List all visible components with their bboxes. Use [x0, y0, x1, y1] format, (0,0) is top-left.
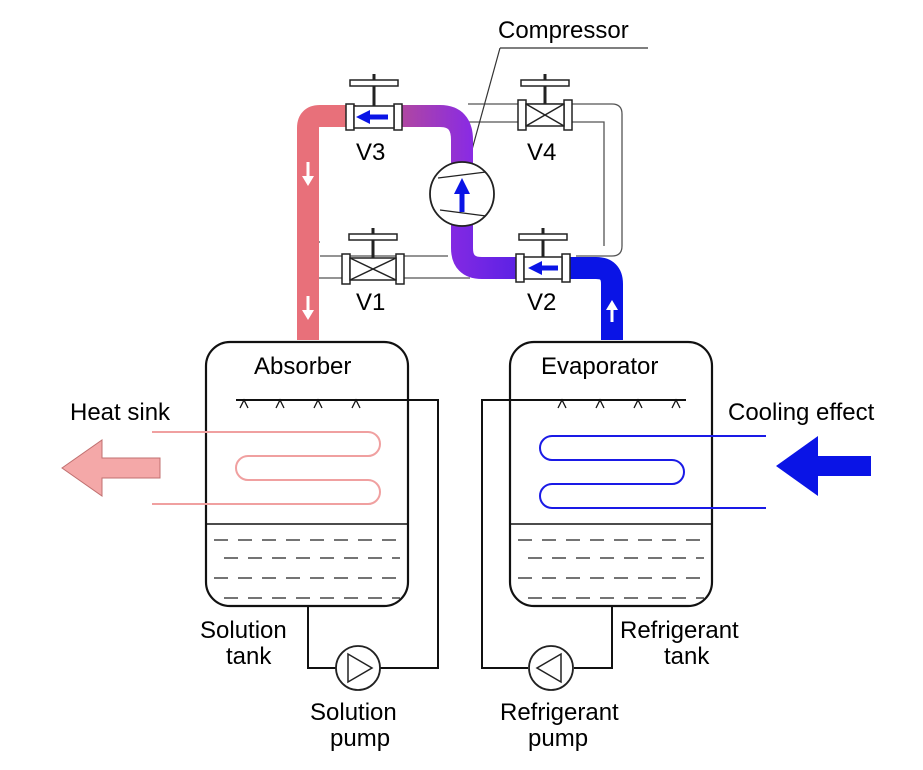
- evaporator-label: Evaporator: [541, 353, 658, 380]
- heat-sink-coil: [152, 431, 381, 505]
- valve-v1[interactable]: [341, 228, 405, 285]
- hot-pipe-line: [297, 105, 473, 340]
- refrigerant-pump-label-line2: pump: [528, 725, 588, 752]
- refrigerant-tank-label-line1: Refrigerant: [620, 617, 739, 644]
- heat-sink-arrow: [61, 439, 161, 497]
- flow-arrow-up-cold: [606, 300, 618, 322]
- valve-v3-label: V3: [356, 139, 385, 166]
- solution-pump-label-line2: pump: [330, 725, 390, 752]
- absorber-spray-line: [236, 398, 439, 669]
- valve-v4[interactable]: [517, 74, 573, 131]
- solution-pipe: [307, 606, 346, 669]
- compressor-label: Compressor: [498, 17, 629, 44]
- valve-v3[interactable]: [345, 74, 403, 131]
- flow-arrow-up-compressor: [454, 178, 470, 212]
- compressor[interactable]: [429, 161, 495, 227]
- cold-pipe-line: [566, 257, 623, 340]
- flow-arrow-left-v2: [528, 261, 558, 275]
- valve-v4-label: V4: [527, 139, 556, 166]
- flow-arrow-down-lower: [302, 296, 314, 320]
- mixed-pipe-line: [451, 216, 520, 279]
- valve-v2-label: V2: [527, 289, 556, 316]
- cooling-coil: [539, 435, 766, 509]
- cooling-effect-label: Cooling effect: [728, 399, 875, 426]
- evaporator-vessel: [508, 340, 714, 608]
- solution-pump-label-line1: Solution: [310, 699, 397, 726]
- solution-pump[interactable]: [335, 645, 381, 691]
- flow-arrow-left-v3: [356, 110, 388, 124]
- solution-tank-label-line2: tank: [226, 643, 272, 670]
- valve-v1-label: V1: [356, 289, 385, 316]
- refrigerant-pipe: [574, 606, 613, 669]
- heat-sink-label: Heat sink: [70, 399, 171, 426]
- refrigerant-pump[interactable]: [528, 645, 574, 691]
- evaporator-spray-line: [481, 398, 686, 669]
- absorber-label: Absorber: [254, 353, 351, 380]
- valve-v2[interactable]: [515, 228, 571, 283]
- cooling-effect-arrow: [776, 436, 871, 496]
- absorber-vessel: [204, 340, 410, 608]
- flow-arrow-down-upper: [302, 162, 314, 186]
- refrigerant-pump-label-line1: Refrigerant: [500, 699, 619, 726]
- refrigerant-tank-label-line2: tank: [664, 643, 710, 670]
- solution-tank-label-line1: Solution: [200, 617, 287, 644]
